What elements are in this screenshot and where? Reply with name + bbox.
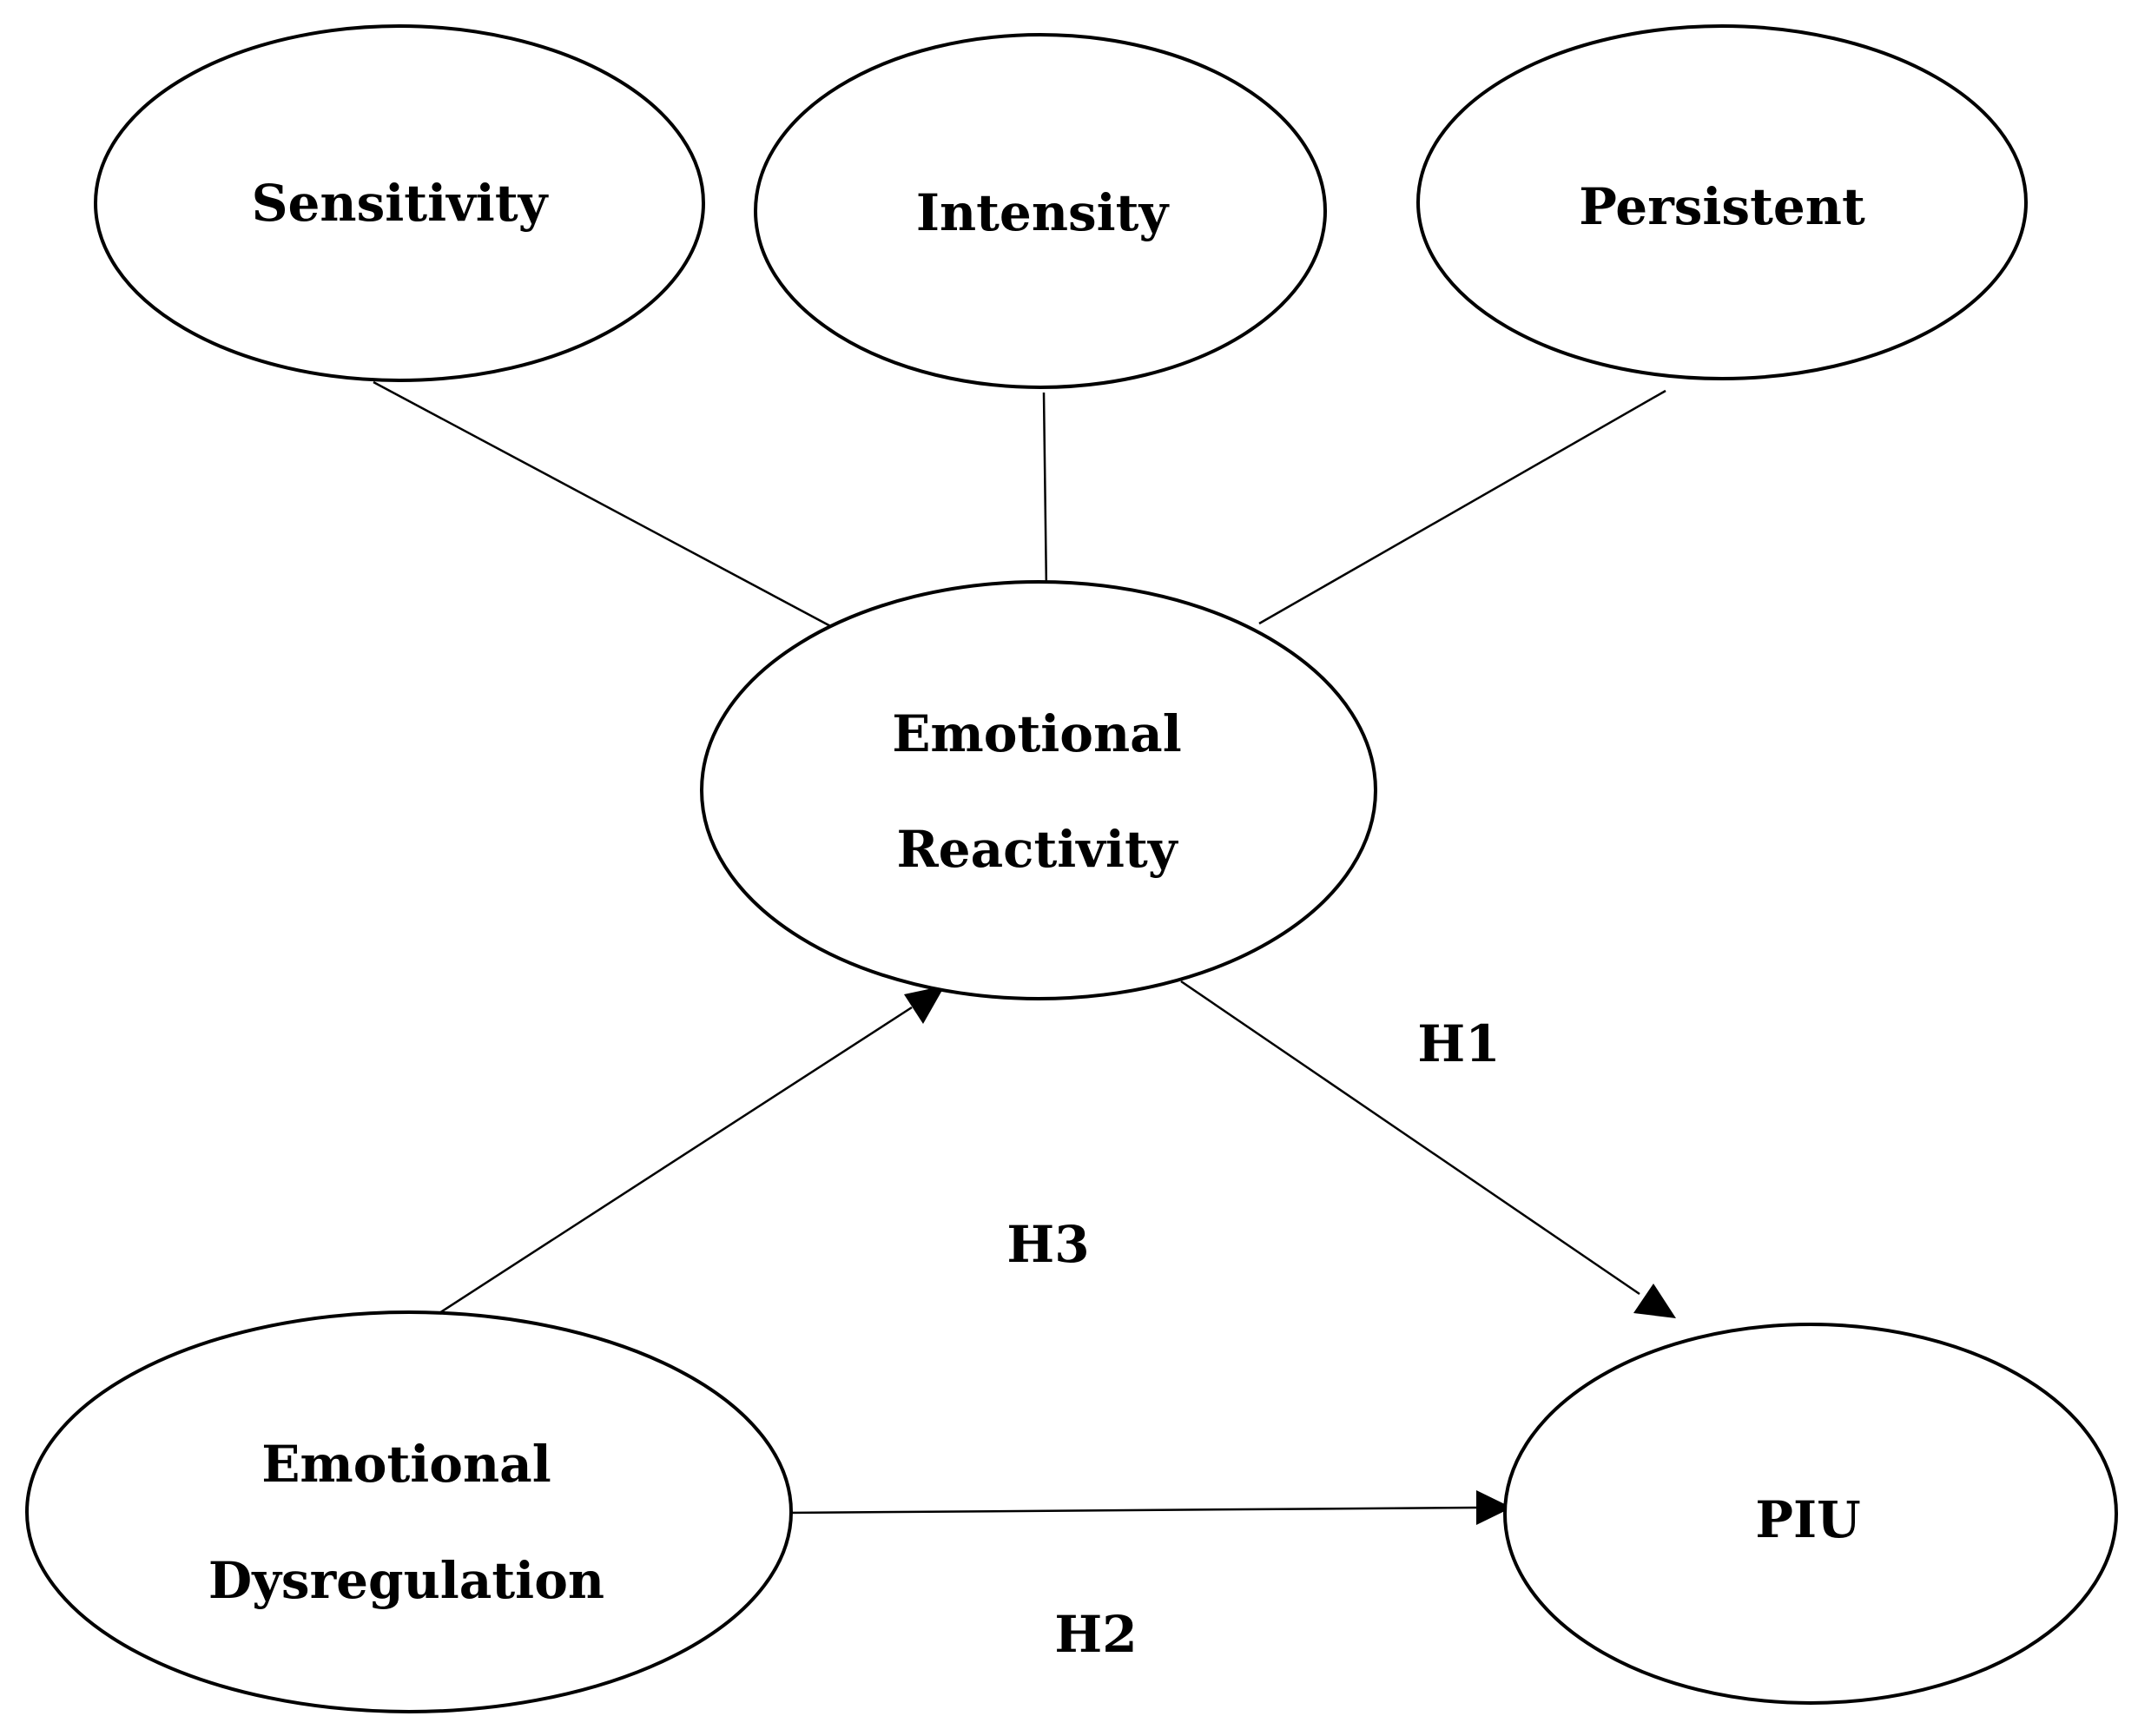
node-sensitivity <box>94 24 705 382</box>
node-persistent <box>1416 24 2028 380</box>
edge-h3-label: H3 <box>1006 1215 1089 1274</box>
arrow-h2-head <box>1476 1490 1512 1525</box>
arrow-h3-head <box>904 986 945 1024</box>
arrow-h1-line <box>1180 980 1640 1296</box>
arrow-h3-line <box>429 1006 913 1321</box>
node-sensitivity-label: Sensitivity <box>252 174 550 233</box>
node-emotional-reactivity-label-line2: Reactivity <box>896 820 1178 879</box>
node-emotional-dysregulation-label-line1: Emotional <box>261 1435 551 1494</box>
link-sensitivity-to-reactivity <box>373 380 836 630</box>
node-piu-label: PIU <box>1755 1490 1860 1549</box>
node-emotional-reactivity-label-line1: Emotional <box>892 704 1182 763</box>
node-emotional-dysregulation-label-line2: Dysregulation <box>208 1551 604 1610</box>
node-persistent-label: Persistent <box>1579 177 1865 236</box>
node-piu <box>1503 1323 2118 1705</box>
node-emotional-reactivity <box>700 580 1377 1000</box>
node-emotional-dysregulation <box>25 1310 793 1713</box>
node-intensity <box>754 33 1327 389</box>
node-intensity-label: Intensity <box>916 183 1171 242</box>
link-persistent-to-reactivity <box>1258 389 1666 625</box>
edge-h1-label: H1 <box>1417 1014 1500 1073</box>
arrow-h1-head <box>1633 1284 1676 1318</box>
link-intensity-to-reactivity <box>1042 392 1048 594</box>
arrow-h2-line <box>785 1506 1477 1515</box>
edge-h2-label: H2 <box>1054 1605 1137 1664</box>
